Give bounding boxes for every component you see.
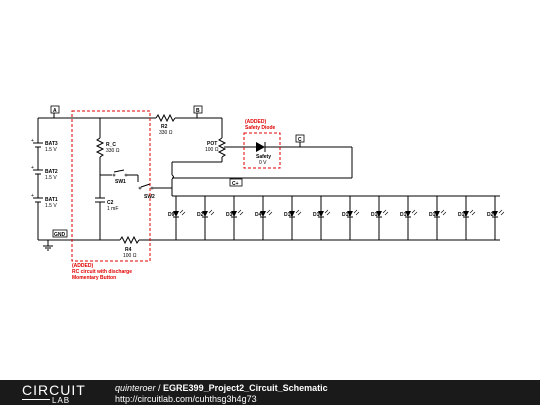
- pot-value: 100 Ω: [205, 147, 219, 153]
- bat2-plus: +: [31, 165, 34, 171]
- gnd-flag: [52, 229, 68, 238]
- added-rc-desc: RC circuit with discharge: [72, 269, 132, 275]
- led-label: D18: [429, 212, 438, 218]
- led-label: D19: [458, 212, 467, 218]
- r2-value: 330 Ω: [159, 130, 173, 136]
- node-cplus-label: C+: [232, 181, 239, 187]
- rc-label: R_C: [106, 142, 116, 148]
- circuitlab-logo: CIRCUIT: [22, 382, 86, 398]
- led-d19: D19: [458, 196, 476, 240]
- led-d9: D9: [168, 196, 186, 240]
- added-rc-box: [71, 110, 151, 262]
- led-d13: D13: [284, 196, 302, 240]
- led-label: D9: [168, 212, 175, 218]
- c2-value: 1 mF: [107, 206, 118, 212]
- r2-label: R2: [161, 124, 168, 130]
- led-label: D4: [255, 212, 262, 218]
- added-diode-title: (ADDED): [245, 119, 266, 125]
- logo-rule: [22, 399, 50, 400]
- circuit-meta: quinteroer / EGRE399_Project2_Circuit_Sc…: [115, 383, 328, 393]
- led-d15: D15: [342, 196, 360, 240]
- node-cplus-flag: [229, 178, 243, 187]
- circuit-title[interactable]: EGRE399_Project2_Circuit_Schematic: [163, 383, 328, 393]
- node-b-label: B: [196, 108, 200, 114]
- led-bus: [171, 188, 500, 241]
- led-label: D14: [313, 212, 322, 218]
- led-d18: D18: [429, 196, 447, 240]
- led-label: D13: [284, 212, 293, 218]
- r4-label: R4: [125, 247, 132, 253]
- added-rc-desc-2: Momentary Button: [72, 275, 116, 281]
- node-a-flag: [50, 105, 60, 118]
- bat3-value: 1.5 V: [45, 147, 57, 153]
- led-label: D2: [197, 212, 204, 218]
- led-label: D20: [487, 212, 496, 218]
- circuit-schematic: + + + BAT3 1.5 V BAT2 1.5 V BAT1 1.5 V R…: [31, 105, 505, 281]
- bat2-value: 1.5 V: [45, 175, 57, 181]
- bat3-label: BAT3: [45, 141, 58, 147]
- author-link[interactable]: quinteroer: [115, 383, 156, 393]
- potentiometer: [166, 137, 228, 189]
- battery-stack: [33, 118, 43, 240]
- node-c-label: C: [298, 137, 302, 143]
- led-label: D17: [400, 212, 409, 218]
- bat2-label: BAT2: [45, 169, 58, 175]
- led-label: D16: [371, 212, 380, 218]
- led-label: D3: [226, 212, 233, 218]
- top-wire: [38, 113, 223, 138]
- bat1-label: BAT1: [45, 197, 58, 203]
- led-array: D9 D2 D3 D4 D13 D14 D15 D16 D17 D18 D19 D20: [168, 196, 505, 240]
- led-d16: D16: [371, 196, 389, 240]
- meta-separator: /: [155, 383, 164, 393]
- sw2-label: SW2: [144, 194, 155, 200]
- circuit-url[interactable]: http://circuitlab.com/cuhthsg3h4g73: [115, 394, 257, 404]
- footer-bar: CIRCUIT LAB quinteroer / EGRE399_Project…: [0, 380, 540, 405]
- sw1-label: SW1: [115, 179, 126, 185]
- led-label: D15: [342, 212, 351, 218]
- node-b-flag: [193, 105, 203, 118]
- added-diode-desc: Safety Diode: [245, 125, 276, 131]
- node-c-flag: [295, 134, 305, 147]
- bottom-wire: [38, 235, 172, 251]
- safety-value: 0 V: [259, 160, 267, 166]
- added-rc-title: (ADDED): [72, 263, 93, 269]
- pot-label: POT: [207, 141, 217, 147]
- bat3-plus: +: [31, 138, 34, 144]
- node-a-label: A: [53, 108, 57, 114]
- rc-circuit: [95, 118, 166, 240]
- led-d17: D17: [400, 196, 418, 240]
- r4-value: 100 Ω: [123, 253, 137, 259]
- bat1-plus: +: [31, 193, 34, 199]
- circuitlab-logo-sub: LAB: [52, 396, 71, 405]
- safety-label: Safety: [256, 154, 271, 160]
- led-d3: D3: [226, 196, 244, 240]
- added-diode-box: [243, 132, 281, 169]
- led-d20: D20: [487, 196, 505, 240]
- rc-value: 330 Ω: [106, 148, 120, 154]
- bat1-value: 1.5 V: [45, 203, 57, 209]
- led-d2: D2: [197, 196, 215, 240]
- led-d4: D4: [255, 196, 273, 240]
- c2-label: C2: [107, 200, 114, 206]
- gnd-label: GND: [54, 232, 66, 238]
- led-d14: D14: [313, 196, 331, 240]
